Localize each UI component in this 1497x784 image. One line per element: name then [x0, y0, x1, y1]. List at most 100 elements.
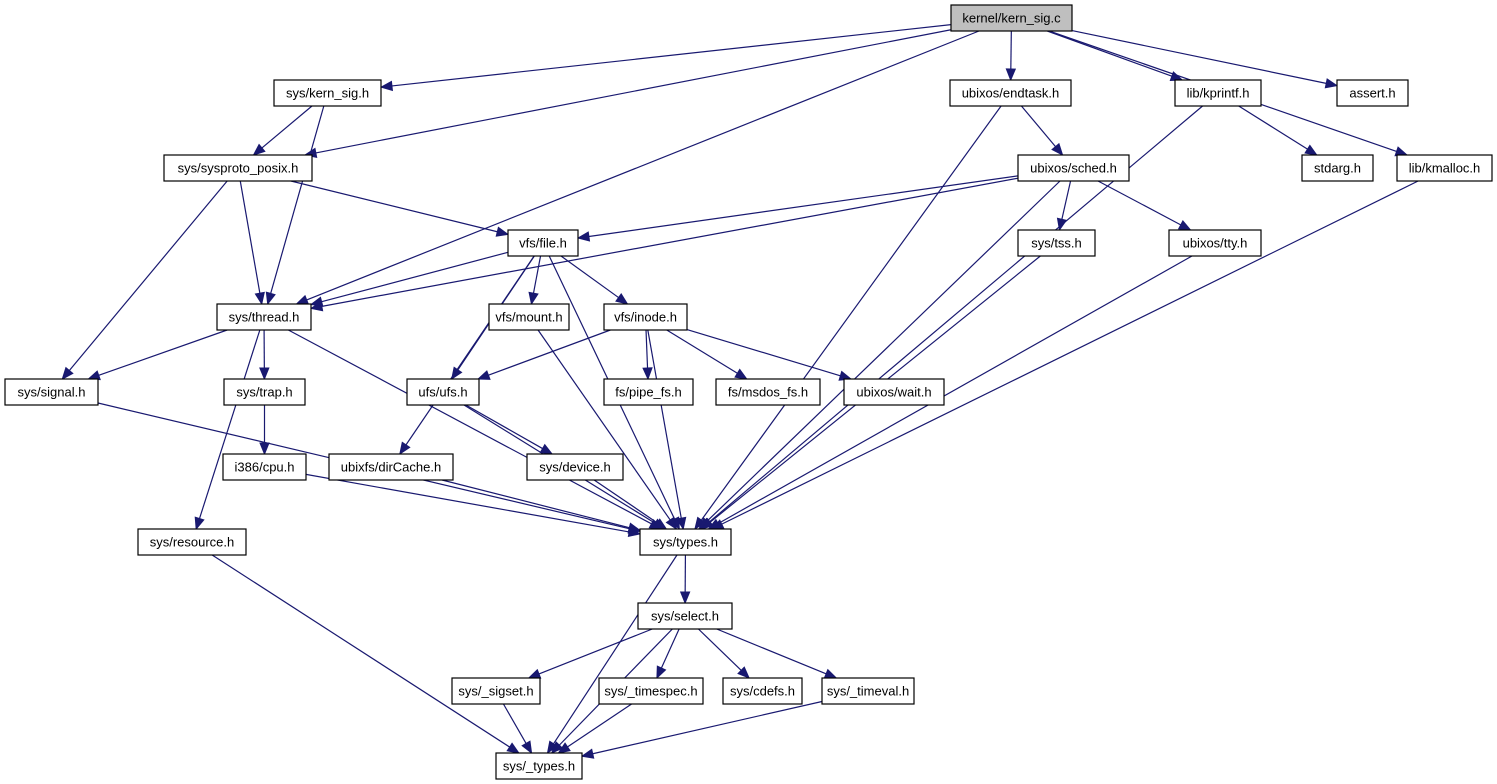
node-box[interactable] [1017, 229, 1096, 257]
node-box[interactable] [1017, 154, 1130, 182]
arrowhead-icon [1005, 68, 1017, 82]
edge-line [538, 628, 653, 675]
edge-vfs_inode_h-to-ufs_ufs_h [476, 329, 611, 380]
node-sys-signal-h[interactable]: sys/signal.h [4, 378, 99, 406]
node-box[interactable] [328, 453, 454, 481]
arrowhead-icon [399, 441, 411, 456]
node-box[interactable] [639, 528, 732, 556]
node-box[interactable] [273, 79, 382, 107]
node-box[interactable] [949, 79, 1072, 107]
node-sys-device-h[interactable]: sys/device.h [526, 453, 624, 481]
node-box[interactable] [507, 229, 579, 257]
node-box[interactable] [950, 4, 1073, 32]
node-label: sys/signal.h [18, 385, 86, 400]
node-sys-cdefs-h[interactable]: sys/cdefs.h [722, 677, 803, 705]
node-label: sys/thread.h [229, 310, 300, 325]
node-sys--timespec-h[interactable]: sys/_timespec.h [598, 677, 704, 705]
edge-kern_sig_c-to-ubixos_endtask_h [1005, 30, 1017, 82]
node-box[interactable] [4, 378, 99, 406]
node-assert-h[interactable]: assert.h [1336, 79, 1409, 107]
edge-line [1010, 30, 1012, 70]
node-vfs-mount-h[interactable]: vfs/mount.h [488, 303, 570, 331]
node-box[interactable] [715, 378, 821, 406]
arrowhead-icon [615, 293, 629, 305]
node-i386-cpu-h[interactable]: i386/cpu.h [222, 453, 307, 481]
node-label: vfs/file.h [519, 236, 567, 251]
node-box[interactable] [406, 378, 480, 406]
edge-line [592, 700, 823, 755]
node-label: vfs/inode.h [614, 310, 677, 325]
node-ubixos-sched-h[interactable]: ubixos/sched.h [1017, 154, 1130, 182]
edge-sys_sysproto_posix_h-to-vfs_file_h [290, 180, 510, 237]
node-box[interactable] [526, 453, 624, 481]
node-box[interactable] [163, 154, 313, 182]
node-box[interactable] [722, 677, 803, 705]
node-label: vfs/mount.h [495, 310, 562, 325]
arrowhead-icon [527, 668, 542, 679]
node-stdarg-h[interactable]: stdarg.h [1301, 154, 1374, 182]
node-box[interactable] [451, 677, 541, 705]
node-kern-sig-c[interactable]: kernel/kern_sig.c [950, 4, 1073, 32]
edge-kern_sig_c-to-sys_thread_h [295, 30, 980, 305]
node-ubixos-wait-h[interactable]: ubixos/wait.h [843, 378, 945, 406]
node-sys-kern-sig-h[interactable]: sys/kern_sig.h [273, 79, 382, 107]
node-box[interactable] [1396, 154, 1493, 182]
node-vfs-file-h[interactable]: vfs/file.h [507, 229, 579, 257]
edge-line [488, 329, 611, 376]
node-box[interactable] [821, 677, 915, 705]
arrowhead-icon [656, 665, 667, 680]
node-box[interactable] [222, 453, 307, 481]
node-box[interactable] [1336, 79, 1409, 107]
node-fs-pipe-fs-h[interactable]: fs/pipe_fs.h [603, 378, 694, 406]
node-box[interactable] [495, 752, 583, 780]
edge-line [1020, 105, 1056, 147]
edge-sys_thread_h-to-sys_signal_h [87, 329, 228, 381]
node-sys-resource-h[interactable]: sys/resource.h [137, 528, 247, 556]
node-sys-types-h[interactable]: sys/types.h [639, 528, 732, 556]
node-box[interactable] [603, 378, 694, 406]
node-sys--sigset-h[interactable]: sys/_sigset.h [451, 677, 541, 705]
node-sys-tss-h[interactable]: sys/tss.h [1017, 229, 1096, 257]
node-sys-select-h[interactable]: sys/select.h [637, 602, 733, 630]
edge-line [1061, 180, 1072, 220]
node-sys--types-h[interactable]: sys/_types.h [495, 752, 583, 780]
node-box[interactable] [603, 303, 688, 331]
arrowhead-icon [87, 370, 101, 381]
node-ubixos-tty-h[interactable]: ubixos/tty.h [1168, 229, 1262, 257]
edge-sys_sysproto_posix_h-to-sys_thread_h [239, 180, 265, 306]
edge-ubixos_sched_h-to-vfs_file_h [576, 175, 1019, 242]
node-box[interactable] [488, 303, 570, 331]
node-ubixos-endtask-h[interactable]: ubixos/endtask.h [949, 79, 1072, 107]
edge-line [1097, 180, 1182, 226]
node-box[interactable] [1174, 79, 1262, 107]
node-ubixfs-dircache-h[interactable]: ubixfs/dirCache.h [328, 453, 454, 481]
node-box[interactable] [223, 378, 306, 406]
node-box[interactable] [137, 528, 247, 556]
node-vfs-inode-h[interactable]: vfs/inode.h [603, 303, 688, 331]
node-box[interactable] [843, 378, 945, 406]
node-sys-sysproto-posix-h[interactable]: sys/sysproto_posix.h [163, 154, 313, 182]
edge-line [288, 329, 652, 525]
node-box[interactable] [598, 677, 704, 705]
node-lib-kmalloc-h[interactable]: lib/kmalloc.h [1396, 154, 1493, 182]
edge-line [441, 479, 630, 529]
arrowhead-icon [539, 443, 554, 455]
node-box[interactable] [637, 602, 733, 630]
node-lib-kprintf-h[interactable]: lib/kprintf.h [1174, 79, 1262, 107]
edge-ubixos_sched_h-to-ubixos_tty_h [1097, 180, 1192, 231]
arrowhead-icon [665, 516, 678, 531]
node-sys-trap-h[interactable]: sys/trap.h [223, 378, 306, 406]
arrowhead-icon [450, 366, 463, 381]
node-box[interactable] [1301, 154, 1374, 182]
node-box[interactable] [1168, 229, 1262, 257]
node-sys-thread-h[interactable]: sys/thread.h [216, 303, 312, 331]
node-fs-msdos-fs-h[interactable]: fs/msdos_fs.h [715, 378, 821, 406]
node-box[interactable] [216, 303, 312, 331]
edge-line [700, 105, 1002, 521]
node-sys--timeval-h[interactable]: sys/_timeval.h [821, 677, 915, 705]
edge-line [1071, 29, 1327, 84]
node-label: i386/cpu.h [235, 460, 295, 475]
edge-vfs_file_h-to-vfs_mount_h [528, 255, 542, 306]
node-ufs-ufs-h[interactable]: ufs/ufs.h [406, 378, 480, 406]
edge-ufs_ufs_h-to-sys_device_h [465, 404, 554, 455]
